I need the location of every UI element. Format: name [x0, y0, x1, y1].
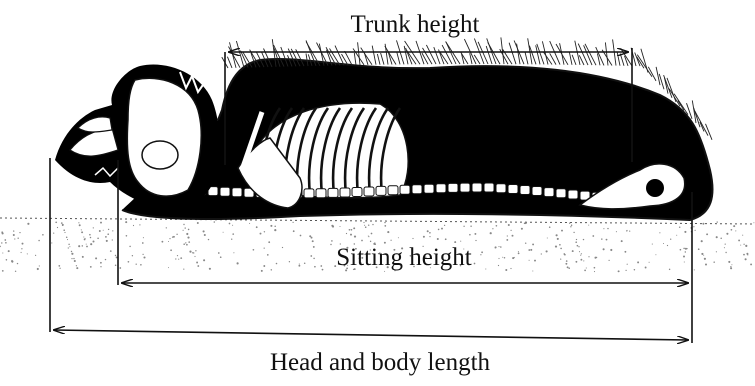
skull	[55, 64, 220, 208]
head-body-arrow	[54, 330, 688, 340]
trunk-height-label: Trunk height	[351, 11, 480, 38]
hip-socket	[646, 179, 664, 197]
sitting-height-label: Sitting height	[336, 244, 471, 271]
head-body-length-label: Head and body length	[270, 349, 491, 376]
